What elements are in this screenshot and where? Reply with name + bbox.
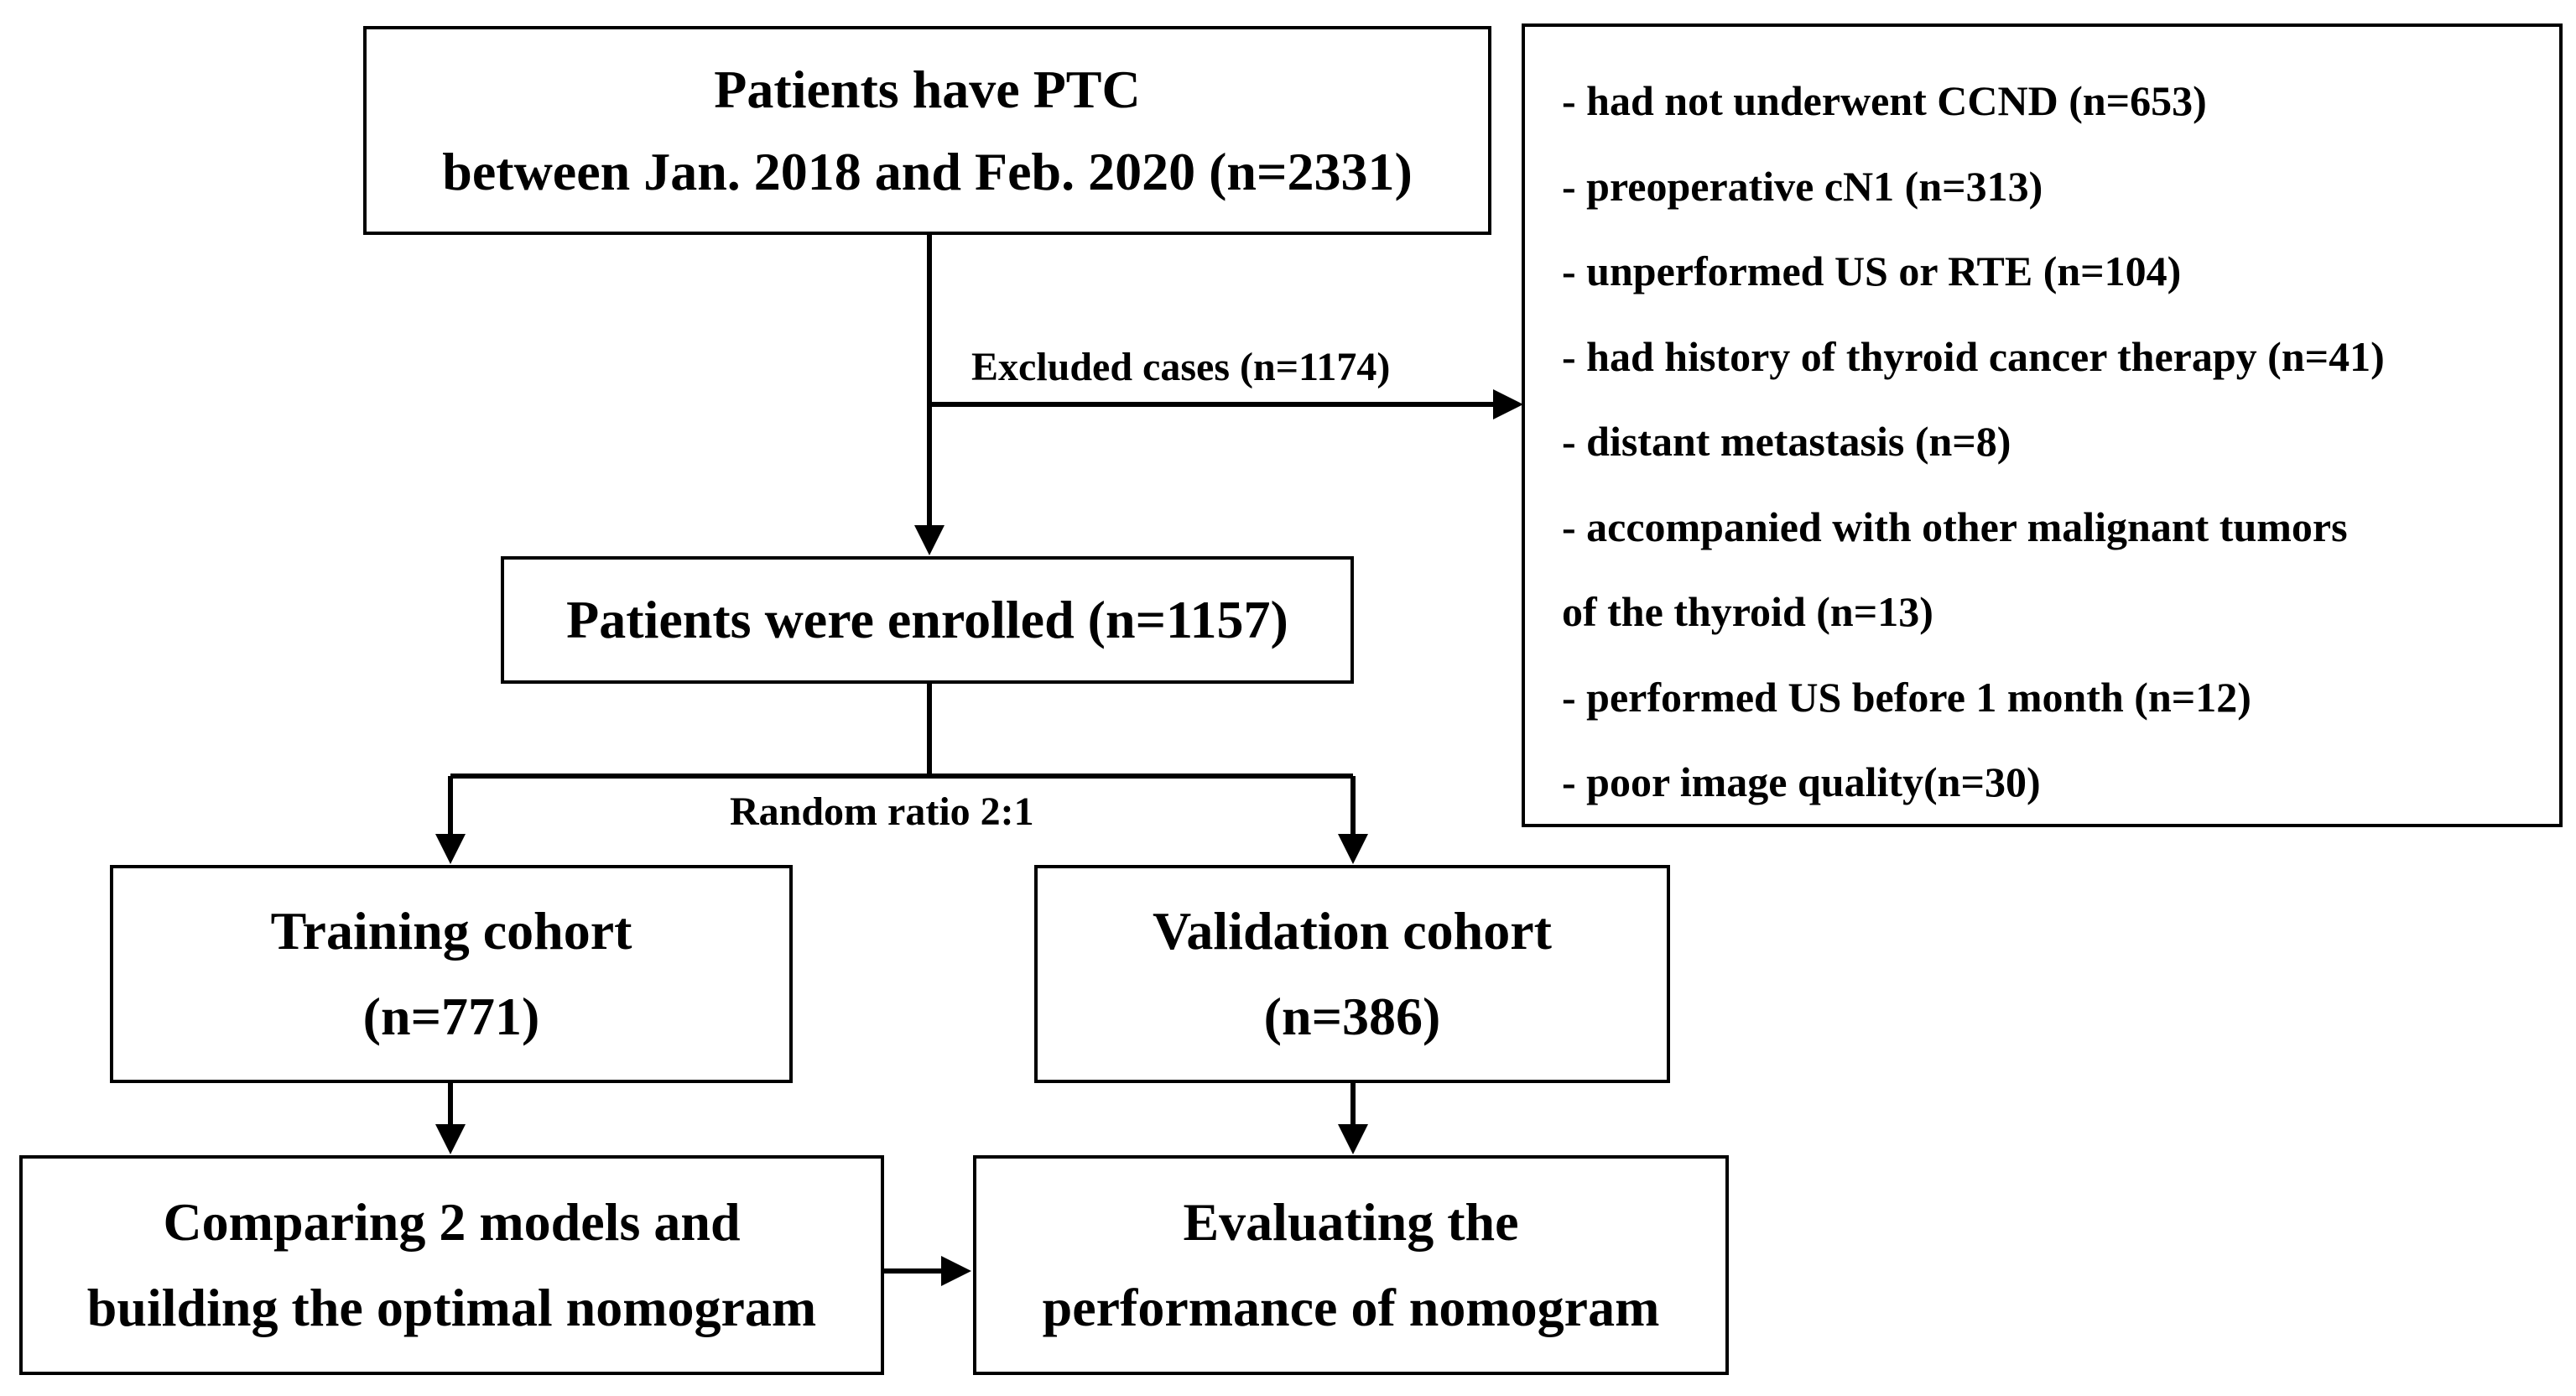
exclusion-item: - preoperative cN1 (n=313) bbox=[1562, 162, 2043, 210]
validation-line-1: Validation cohort bbox=[1153, 901, 1552, 961]
arrowhead-comparing bbox=[435, 1124, 466, 1154]
exclusion-item: - poor image quality(n=30) bbox=[1562, 758, 2041, 805]
box-validation-cohort: Validation cohort (n=386) bbox=[1034, 865, 1670, 1083]
arrowhead-evaluating bbox=[1338, 1124, 1368, 1154]
exclusion-item: - had not underwent CCND (n=653) bbox=[1562, 77, 2207, 124]
arrowhead-training bbox=[435, 834, 466, 864]
exclusion-item: of the thyroid (n=13) bbox=[1562, 588, 1933, 635]
training-line-2: (n=771) bbox=[362, 987, 540, 1046]
arrowhead-to-evaluating bbox=[941, 1256, 971, 1286]
exclusion-item: - distant metastasis (n=8) bbox=[1562, 418, 2011, 465]
exclusion-item: - had history of thyroid cancer therapy … bbox=[1562, 332, 2385, 380]
comparing-line-2: building the optimal nomogram bbox=[86, 1278, 817, 1337]
arrowhead-exclusion bbox=[1493, 389, 1523, 419]
evaluating-line-1: Evaluating the bbox=[1183, 1192, 1519, 1252]
box-training-cohort: Training cohort (n=771) bbox=[110, 865, 793, 1083]
exclusion-item: - unperformed US or RTE (n=104) bbox=[1562, 247, 2182, 294]
start-line-2: between Jan. 2018 and Feb. 2020 (n=2331) bbox=[442, 141, 1413, 201]
box-exclusion-criteria: - had not underwent CCND (n=653) - preop… bbox=[1522, 23, 2563, 827]
training-line-1: Training cohort bbox=[270, 901, 632, 961]
exclusion-item: - accompanied with other malignant tumor… bbox=[1562, 503, 2348, 550]
start-line-1: Patients have PTC bbox=[714, 59, 1141, 119]
box-patients-have-ptc: Patients have PTC between Jan. 2018 and … bbox=[363, 26, 1491, 235]
evaluating-line-2: performance of nomogram bbox=[1042, 1278, 1660, 1337]
arrowhead-validation bbox=[1338, 834, 1368, 864]
random-ratio-label: Random ratio 2:1 bbox=[730, 789, 1034, 834]
arrowhead-enrolled bbox=[914, 525, 945, 555]
comparing-line-1: Comparing 2 models and bbox=[163, 1192, 741, 1252]
excluded-cases-label: Excluded cases (n=1174) bbox=[971, 345, 1391, 389]
exclusion-item: - performed US before 1 month (n=12) bbox=[1562, 673, 2251, 721]
validation-line-2: (n=386) bbox=[1263, 987, 1441, 1046]
enrolled-line-1: Patients were enrolled (n=1157) bbox=[566, 590, 1288, 649]
box-evaluating-performance: Evaluating the performance of nomogram bbox=[973, 1155, 1729, 1375]
box-comparing-models: Comparing 2 models and building the opti… bbox=[19, 1155, 884, 1375]
box-patients-enrolled: Patients were enrolled (n=1157) bbox=[501, 556, 1354, 684]
